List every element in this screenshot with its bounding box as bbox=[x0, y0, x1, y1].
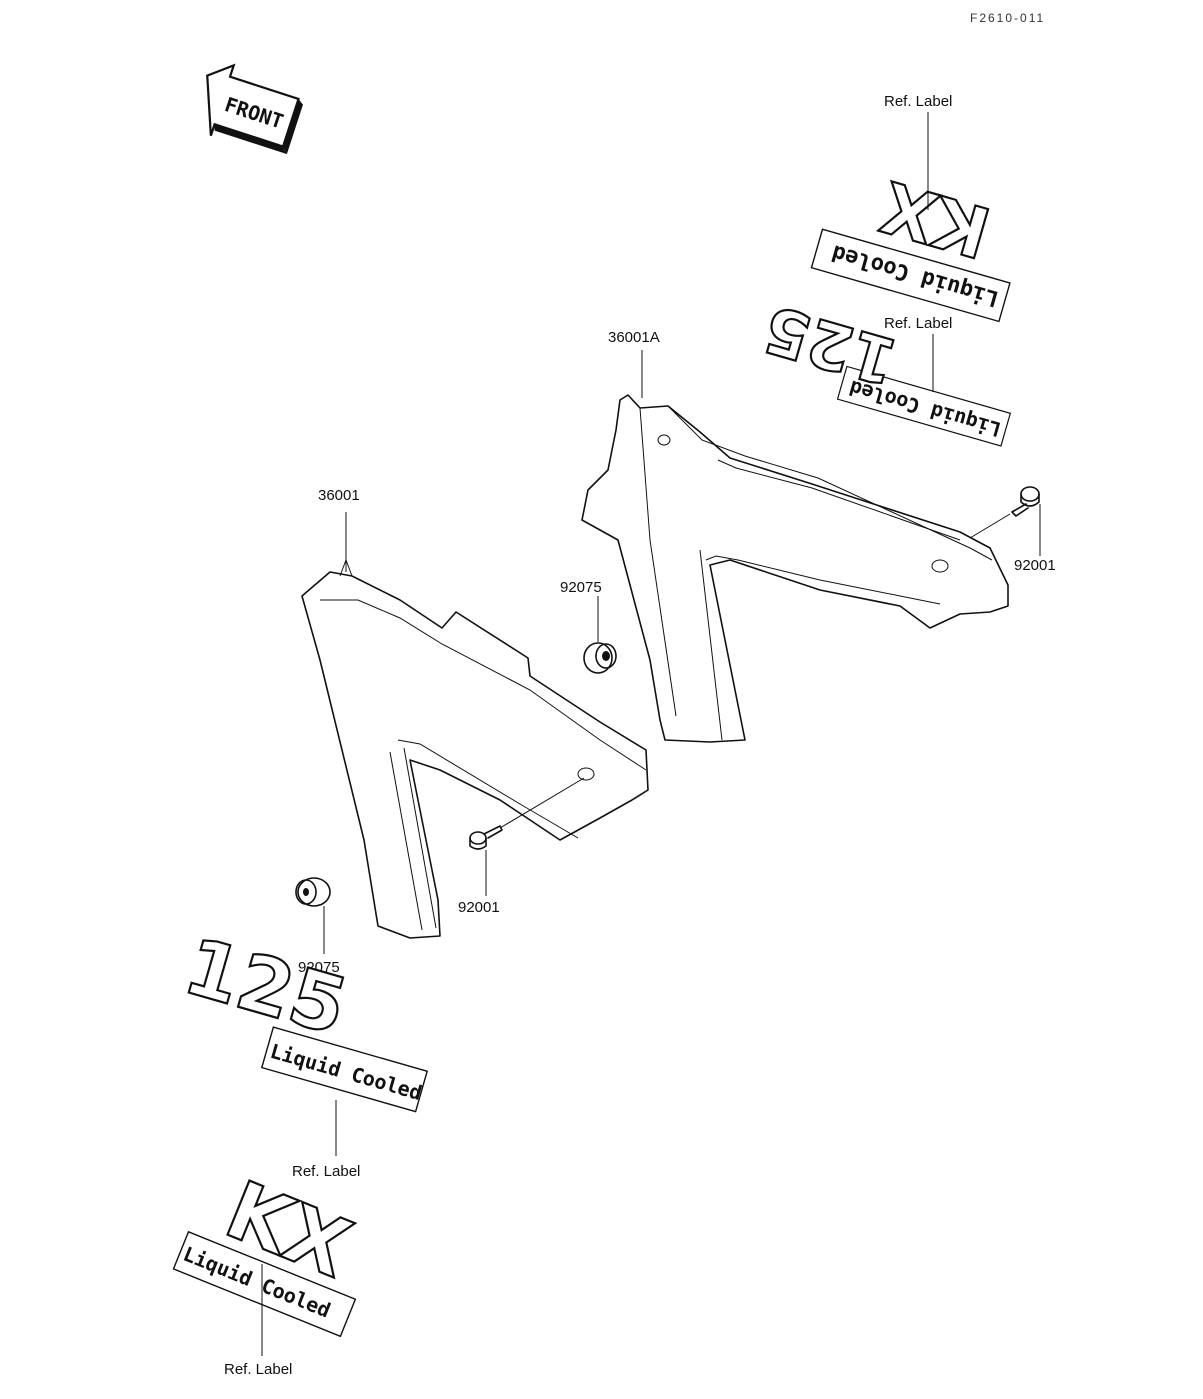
label-cover-right: 36001A bbox=[608, 329, 660, 346]
leader-bolt-right-axis bbox=[969, 513, 1011, 539]
decal-125-bottom-number: 125 bbox=[175, 922, 356, 1053]
label-grommet-center: 92075 bbox=[560, 579, 602, 596]
grommet-left bbox=[295, 877, 331, 907]
side-cover-left bbox=[301, 558, 649, 939]
label-bolt-right: 92001 bbox=[1014, 557, 1056, 574]
ref-label-bottom-125: Ref. Label bbox=[292, 1163, 360, 1180]
ref-label-bottom-kx: Ref. Label bbox=[224, 1361, 292, 1378]
leader-bolt-left-axis bbox=[499, 777, 585, 829]
front-arrow: FRONT bbox=[206, 63, 303, 155]
doc-code: F2610-011 bbox=[970, 11, 1045, 25]
label-cover-left: 36001 bbox=[318, 487, 360, 504]
grommet-center bbox=[583, 642, 617, 674]
decal-kx-top: KX Liquid Cooled bbox=[810, 164, 1011, 323]
ref-label-top-kx: Ref. Label bbox=[884, 93, 952, 110]
ref-label-top-125: Ref. Label bbox=[884, 315, 952, 332]
side-cover-right bbox=[581, 394, 1009, 743]
bolt-left bbox=[469, 825, 503, 850]
label-grommet-left: 92075 bbox=[298, 959, 340, 976]
label-bolt-left: 92001 bbox=[458, 899, 500, 916]
decal-125-top-number: 125 bbox=[756, 290, 905, 398]
decal-125-bottom: 125 Liquid Cooled bbox=[174, 921, 429, 1113]
bolt-right bbox=[1011, 486, 1040, 517]
